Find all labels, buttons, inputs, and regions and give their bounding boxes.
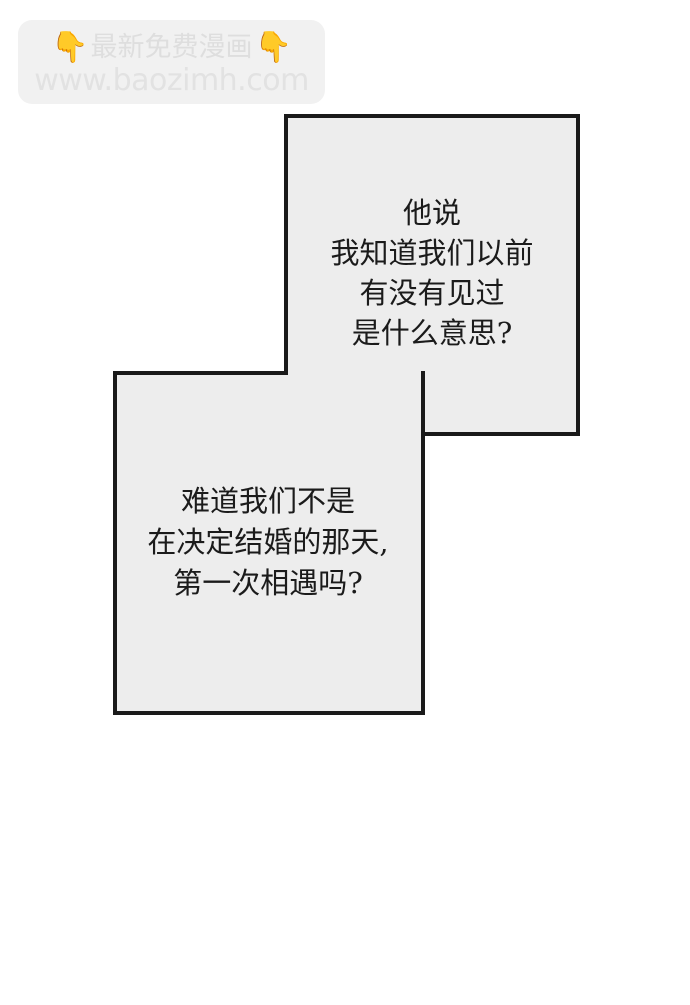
watermark-url-label: www.baozimh.com xyxy=(34,62,309,98)
watermark-headline-row: 👇 最新免费漫画 👇 xyxy=(26,28,317,68)
site-watermark: 👇 最新免费漫画 👇 www.baozimh.com xyxy=(18,20,325,104)
panel-seam-filler xyxy=(288,371,421,436)
pointing-down-hand-icon-left: 👇 xyxy=(51,29,89,65)
watermark-chinese-label: 最新免费漫画 xyxy=(90,32,253,63)
pointing-down-hand-icon-right: 👇 xyxy=(254,29,292,65)
dialogue-text-bottom: 难道我们不是 在决定结婚的那天, 第一次相遇吗? xyxy=(147,484,389,600)
dialogue-text-top: 他说 我知道我们以前 有没有见过 是什么意思? xyxy=(330,196,534,350)
